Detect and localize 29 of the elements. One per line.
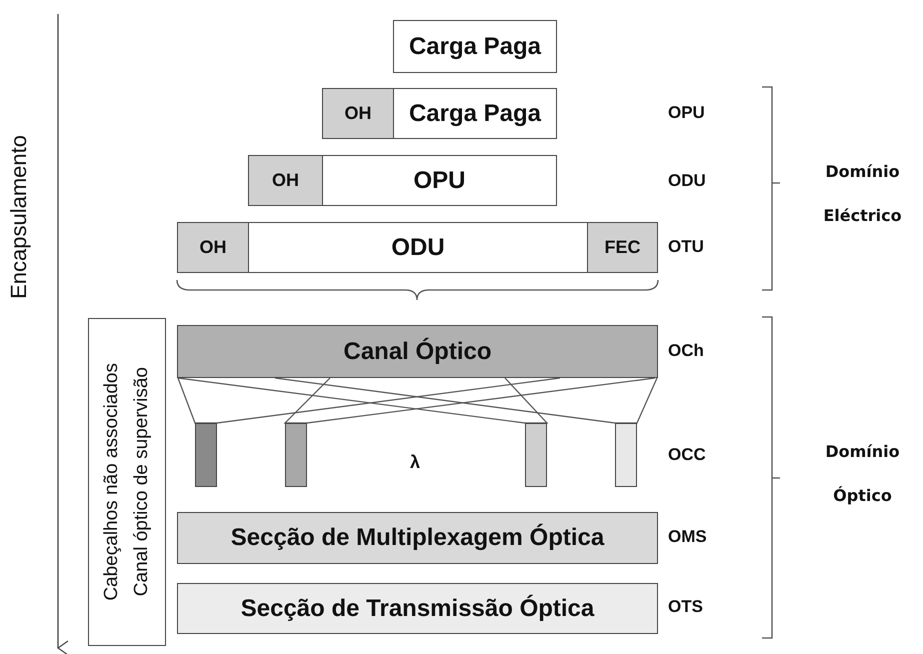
box-text: Cabeçalhos não associados bbox=[100, 363, 123, 601]
fec-box: FEC bbox=[587, 222, 658, 273]
wavelength-bar bbox=[285, 423, 307, 487]
domain-label: Domínio Óptico bbox=[824, 441, 901, 507]
header-box: OH bbox=[322, 88, 394, 139]
layer-label: OCh bbox=[668, 341, 704, 361]
wavelength-bar bbox=[615, 423, 637, 487]
layer-label: OTU bbox=[668, 237, 704, 257]
layer-label: OTS bbox=[668, 597, 703, 617]
layer-label: OMS bbox=[668, 527, 707, 547]
box-text: Canal óptico de supervisão bbox=[130, 367, 153, 597]
unit-box: ODU bbox=[248, 222, 588, 273]
domain-label: Domínio Eléctrico bbox=[822, 161, 903, 227]
axis-label: Encapsulamento bbox=[6, 135, 32, 299]
payload-box: Carga Paga bbox=[393, 88, 557, 139]
header-box: OH bbox=[248, 155, 323, 206]
vertical-text-box bbox=[88, 318, 166, 646]
layer-label: ODU bbox=[668, 171, 706, 191]
layer-label: OCC bbox=[668, 445, 706, 465]
lambda-symbol: λ bbox=[410, 452, 420, 473]
wavelength-bar bbox=[195, 423, 217, 487]
header-box: OH bbox=[177, 222, 249, 273]
section-band: Secção de Transmissão Óptica bbox=[177, 583, 658, 634]
wavelength-bar bbox=[525, 423, 547, 487]
section-band: Secção de Multiplexagem Óptica bbox=[177, 512, 658, 564]
layer-label: OPU bbox=[668, 103, 705, 123]
channel-band: Canal Óptico bbox=[177, 325, 658, 378]
unit-box: OPU bbox=[322, 155, 557, 206]
payload-box: Carga Paga bbox=[393, 20, 557, 73]
